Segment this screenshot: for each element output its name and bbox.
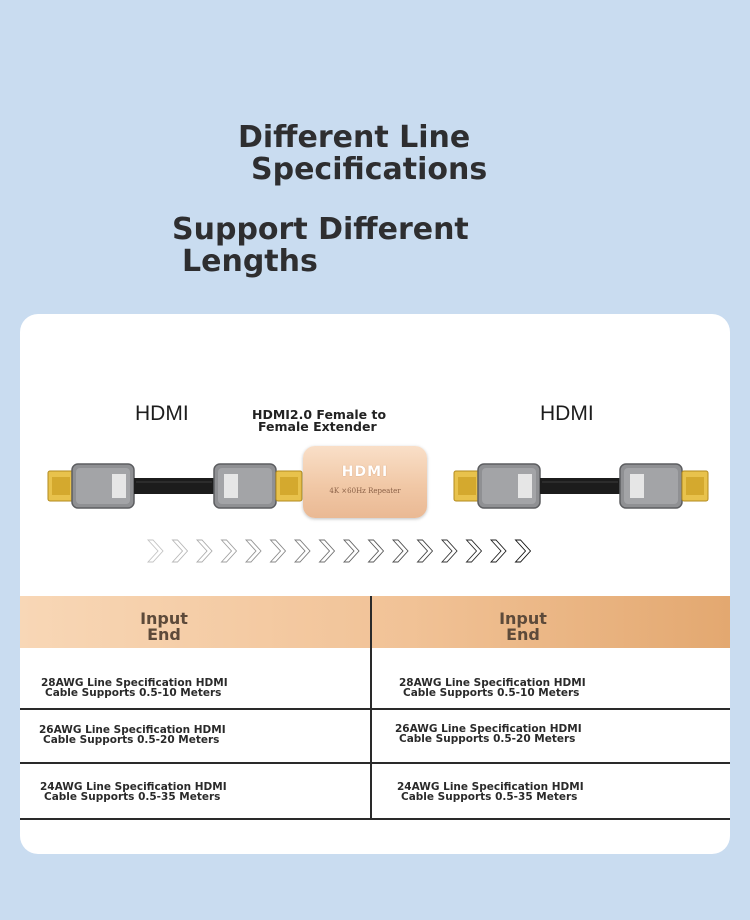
chevron-right-icon (146, 539, 164, 563)
table-cell: 26AWG Line Specification HDMI Cable Supp… (39, 724, 226, 746)
hdmi-cable-image (453, 463, 709, 509)
header-line-2: End (506, 625, 540, 644)
headline-line-2: Lengths (182, 244, 318, 279)
header-line-1: Input (140, 609, 188, 628)
table-cell: 28AWG Line Specification HDMI Cable Supp… (41, 677, 228, 699)
extender-device: HDMI 4K ×60Hz Repeater (303, 446, 427, 518)
cell-line-2: Cable Supports 0.5-35 Meters (401, 791, 578, 803)
cell-line-1: 28AWG Line Specification HDMI (41, 677, 228, 689)
extender-subtitle: 4K ×60Hz Repeater (329, 487, 401, 495)
cell-line-2: Cable Supports 0.5-20 Meters (399, 733, 576, 745)
chevron-right-icon (195, 539, 213, 563)
left-hdmi-label: HDMI (135, 402, 189, 425)
cell-line-2: Cable Supports 0.5-20 Meters (43, 734, 220, 746)
cell-line-1: 28AWG Line Specification HDMI (399, 677, 586, 689)
extender-logo: HDMI (341, 464, 389, 480)
header-line-1: Input (499, 609, 547, 628)
flow-arrows-icon (146, 539, 532, 563)
chevron-right-icon (440, 539, 458, 563)
table-cell: 28AWG Line Specification HDMI Cable Supp… (399, 677, 586, 699)
row-divider (20, 762, 730, 764)
cell-line-2: Cable Supports 0.5-10 Meters (45, 687, 222, 699)
extender-title: HDMI2.0 Female to Female Extender (252, 407, 442, 434)
chevron-right-icon (171, 539, 189, 563)
header-line-2: End (147, 625, 181, 644)
hdmi-cable-image (47, 463, 303, 509)
headline-line-1: Support Different (172, 212, 469, 247)
chevron-right-icon (220, 539, 238, 563)
cell-line-2: Cable Supports 0.5-10 Meters (403, 687, 580, 699)
chevron-right-icon (367, 539, 385, 563)
cell-line-1: 26AWG Line Specification HDMI (395, 723, 582, 735)
spec-panel: HDMI HDMI HDMI2.0 Female to Female Exten… (20, 314, 730, 854)
extender-title-line-2: Female Extender (258, 419, 377, 434)
table-cell: 26AWG Line Specification HDMI Cable Supp… (395, 723, 582, 745)
headline-line-2: Specifications (251, 152, 488, 187)
chevron-right-icon (342, 539, 360, 563)
table-header: Input End Input End (20, 596, 730, 648)
cell-line-1: 24AWG Line Specification HDMI (397, 781, 584, 793)
cell-line-2: Cable Supports 0.5-35 Meters (44, 791, 221, 803)
extender-title-line-1: HDMI2.0 Female to (252, 407, 387, 422)
headline-line-specifications: Different Line Specifications (238, 122, 538, 186)
headline-line-1: Different Line (238, 120, 471, 155)
right-hdmi-label: HDMI (540, 402, 594, 425)
chevron-right-icon (269, 539, 287, 563)
cell-line-1: 26AWG Line Specification HDMI (39, 724, 226, 736)
headline-support-lengths: Support Different Lengths (172, 214, 572, 278)
header-cell-left: Input End (104, 611, 224, 643)
row-divider (20, 708, 730, 710)
chevron-right-icon (318, 539, 336, 563)
chevron-right-icon (465, 539, 483, 563)
cell-line-1: 24AWG Line Specification HDMI (40, 781, 227, 793)
chevron-right-icon (514, 539, 532, 563)
header-cell-right: Input End (463, 611, 583, 643)
table-cell: 24AWG Line Specification HDMI Cable Supp… (397, 781, 584, 803)
chevron-right-icon (244, 539, 262, 563)
chevron-right-icon (489, 539, 507, 563)
chevron-right-icon (391, 539, 409, 563)
chevron-right-icon (416, 539, 434, 563)
row-divider (20, 818, 730, 820)
table-cell: 24AWG Line Specification HDMI Cable Supp… (40, 781, 227, 803)
chevron-right-icon (293, 539, 311, 563)
